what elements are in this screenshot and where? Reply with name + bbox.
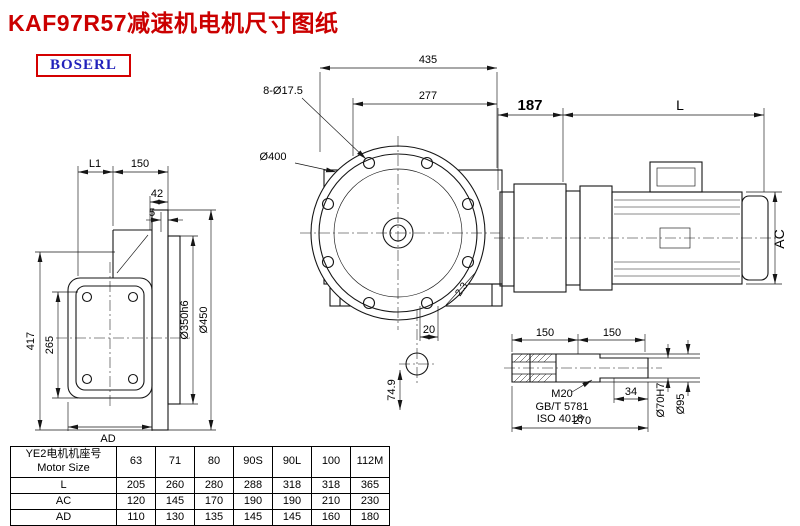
table-cell: 120	[116, 493, 156, 510]
dim-label-277: 277	[419, 90, 437, 102]
shaft-detail-view: 150 150 M20 GB/T 5781 ISO 4018 34 270	[504, 327, 700, 432]
dim-label-20: 20	[423, 324, 435, 336]
dim-label-M20: M20	[551, 388, 572, 400]
page-title: KAF97R57减速机电机尺寸图纸	[8, 10, 339, 36]
dim-label-95: Ø95	[675, 394, 687, 415]
table-header-cell: 112M	[350, 446, 390, 478]
motor-size-label-en: Motor Size	[37, 462, 90, 474]
dim-label-187: 187	[517, 97, 542, 114]
table-header-cell: 100	[311, 446, 351, 478]
table-header-cell: 63	[116, 446, 156, 478]
table-header-cell: 90L	[272, 446, 312, 478]
dim-label-34: 34	[625, 386, 637, 398]
motor-size-table: YE2电机机座号 Motor Size 63 71 80 90S 90L 100…	[10, 446, 390, 526]
table-header-cell: 71	[155, 446, 195, 478]
dim-label-265: 265	[44, 336, 56, 354]
table-cell: 145	[272, 509, 312, 526]
dim-label-74-9: 74.9	[386, 379, 398, 400]
table-cell: 230	[350, 493, 390, 510]
table-cell: 135	[194, 509, 234, 526]
table-cell: 170	[194, 493, 234, 510]
terminal-box	[649, 161, 703, 193]
table-cell: 365	[350, 477, 390, 494]
table-cell: 205	[116, 477, 156, 494]
flange-plate-left	[151, 209, 169, 431]
dim-label-270: 270	[573, 415, 591, 427]
dim-label-42: 42	[151, 188, 163, 200]
table-cell: 260	[155, 477, 195, 494]
dim-label-gbt-5781: GB/T 5781	[536, 401, 589, 413]
dim-label-150-b: 150	[603, 327, 621, 339]
left-view: L1 150 42 5 Ø350h6 Ø450 417	[25, 158, 216, 445]
table-cell: 280	[194, 477, 234, 494]
dim-label-150-left: 150	[131, 158, 149, 170]
table-cell: 210	[311, 493, 351, 510]
table-cell: 160	[311, 509, 351, 526]
dim-label-350h6: Ø350h6	[179, 300, 191, 339]
row-label: L	[10, 477, 117, 494]
table-cell: 130	[155, 509, 195, 526]
flange-hub-left	[167, 235, 181, 405]
shaft-hatching	[513, 353, 553, 383]
dim-label-70H7: Ø70H7	[655, 383, 667, 418]
table-cell: 190	[233, 493, 273, 510]
table-cell: 145	[155, 493, 195, 510]
table-header-cell: 90S	[233, 446, 273, 478]
dim-label-150-a: 150	[536, 327, 554, 339]
table-header-row: YE2电机机座号 Motor Size 63 71 80 90S 90L 100…	[10, 446, 390, 478]
table-cell: 190	[272, 493, 312, 510]
bolt-holes	[321, 156, 475, 310]
table-cell: 180	[350, 509, 390, 526]
dim-label-AD: AD	[100, 433, 115, 445]
brand-logo: BOSERL	[36, 54, 131, 77]
motor-size-label-cn: YE2电机机座号	[25, 448, 102, 461]
table-row-AD: AD 110 130 135 145 145 160 180	[10, 509, 390, 526]
table-cell: 145	[233, 509, 273, 526]
row-label: AD	[10, 509, 117, 526]
dim-label-iso-4018: ISO 4018	[537, 413, 583, 425]
table-row-L: L 205 260 280 288 318 318 365	[10, 477, 390, 494]
table-cell: 110	[116, 509, 156, 526]
table-row-AC: AC 120 145 170 190 190 210 230	[10, 493, 390, 510]
dim-label-450: Ø450	[198, 307, 210, 334]
front-view: 435 277 8-Ø17.5 Ø400 20 2.3 74.9	[260, 54, 503, 410]
dim-label-L: L	[676, 97, 684, 113]
side-view: 187 L AC	[494, 97, 787, 293]
dim-label-417: 417	[25, 332, 37, 350]
dim-label-bolt-holes: 8-Ø17.5	[263, 85, 303, 97]
table-header-motor-size: YE2电机机座号 Motor Size	[10, 446, 117, 478]
table-cell: 318	[272, 477, 312, 494]
dim-label-435: 435	[419, 54, 437, 66]
dim-label-L1: L1	[89, 158, 101, 170]
table-cell: 288	[233, 477, 273, 494]
row-label: AC	[10, 493, 117, 510]
table-cell: 318	[311, 477, 351, 494]
dim-label-AC: AC	[771, 229, 787, 248]
dim-label-flange-dia: Ø400	[260, 151, 287, 163]
table-header-cell: 80	[194, 446, 234, 478]
